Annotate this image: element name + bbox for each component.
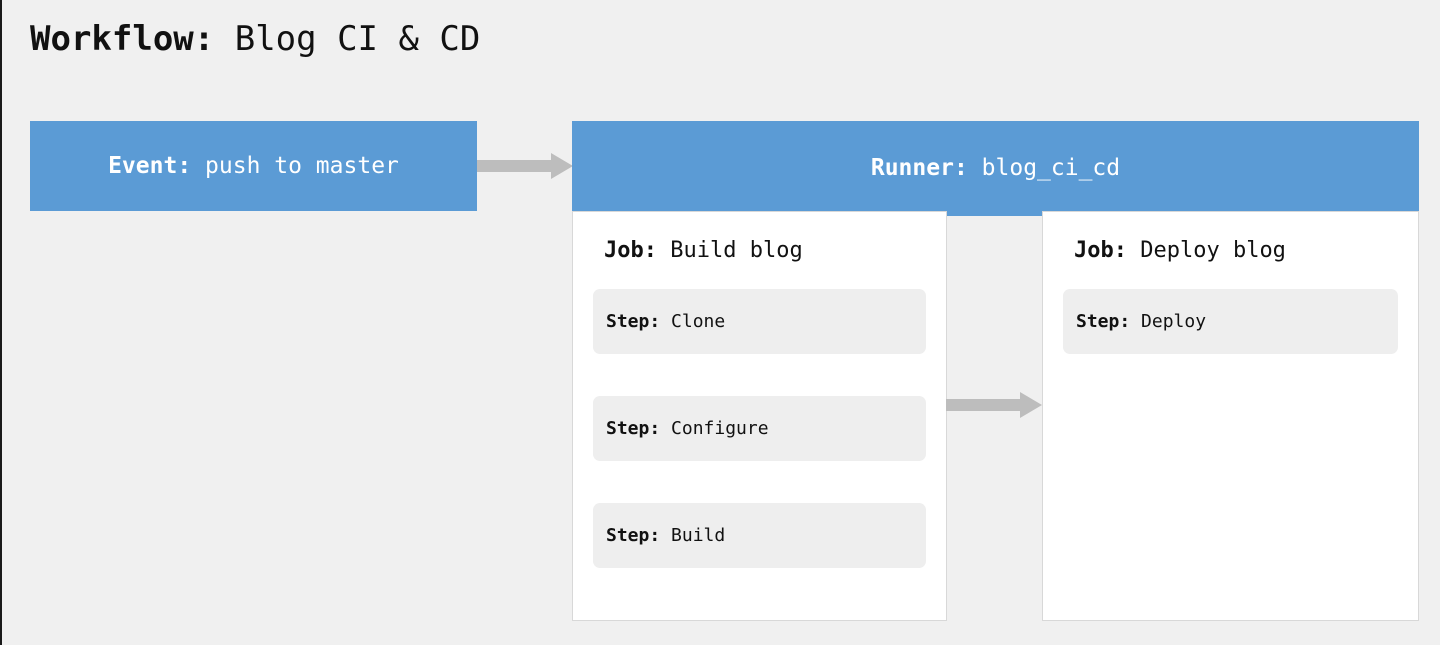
job-title-value: Build blog bbox=[670, 238, 803, 263]
page-title-key: Workflow: bbox=[30, 19, 215, 59]
runner-gap-accent bbox=[947, 211, 1042, 216]
step-label-key: Step: bbox=[606, 525, 661, 546]
step-label-value: Clone bbox=[671, 311, 726, 332]
job-title-key: Job: bbox=[1074, 238, 1127, 263]
step-label-key: Step: bbox=[606, 418, 661, 439]
job-card-build-blog[interactable]: Job: Build blog Step: Clone Step: Config… bbox=[572, 211, 947, 621]
step-label-value: Build bbox=[671, 525, 726, 546]
step-label: Step: Configure bbox=[606, 418, 769, 439]
event-node[interactable]: Event: push to master bbox=[30, 121, 477, 211]
step-label: Step: Deploy bbox=[1076, 311, 1206, 332]
jobs-container: Job: Build blog Step: Clone Step: Config… bbox=[572, 211, 1419, 621]
step-label-key: Step: bbox=[1076, 311, 1131, 332]
page-title: Workflow: Blog CI & CD bbox=[30, 16, 480, 62]
step-label-key: Step: bbox=[606, 311, 661, 332]
job-card-deploy-blog[interactable]: Job: Deploy blog Step: Deploy bbox=[1042, 211, 1419, 621]
arrow-head bbox=[1020, 392, 1042, 418]
step-label: Step: Build bbox=[606, 525, 725, 546]
arrow-event-to-runner-icon bbox=[477, 153, 575, 179]
step-box[interactable]: Step: Build bbox=[593, 503, 926, 568]
job-title-key: Job: bbox=[604, 238, 657, 263]
arrow-shaft bbox=[477, 160, 553, 172]
arrow-head bbox=[551, 153, 573, 179]
event-label-key: Event: bbox=[108, 153, 192, 179]
event-label-value: push to master bbox=[205, 153, 399, 179]
step-box[interactable]: Step: Clone bbox=[593, 289, 926, 354]
step-box[interactable]: Step: Configure bbox=[593, 396, 926, 461]
job-title: Job: Deploy blog bbox=[1063, 238, 1398, 263]
runner-label-value: blog_ci_cd bbox=[981, 155, 1121, 181]
arrow-shaft bbox=[946, 399, 1022, 411]
step-label: Step: Clone bbox=[606, 311, 725, 332]
step-label-value: Deploy bbox=[1141, 311, 1207, 332]
page-title-value: Blog CI & CD bbox=[234, 19, 481, 59]
job-title: Job: Build blog bbox=[593, 238, 926, 263]
step-label-value: Configure bbox=[671, 418, 769, 439]
runner-container: Runner: blog_ci_cd Job: Build blog Step:… bbox=[572, 121, 1419, 621]
arrow-build-to-deploy-icon bbox=[946, 392, 1044, 418]
runner-label-key: Runner: bbox=[870, 155, 968, 181]
runner-header[interactable]: Runner: blog_ci_cd bbox=[572, 121, 1419, 215]
job-title-value: Deploy blog bbox=[1140, 238, 1286, 263]
step-box[interactable]: Step: Deploy bbox=[1063, 289, 1398, 354]
